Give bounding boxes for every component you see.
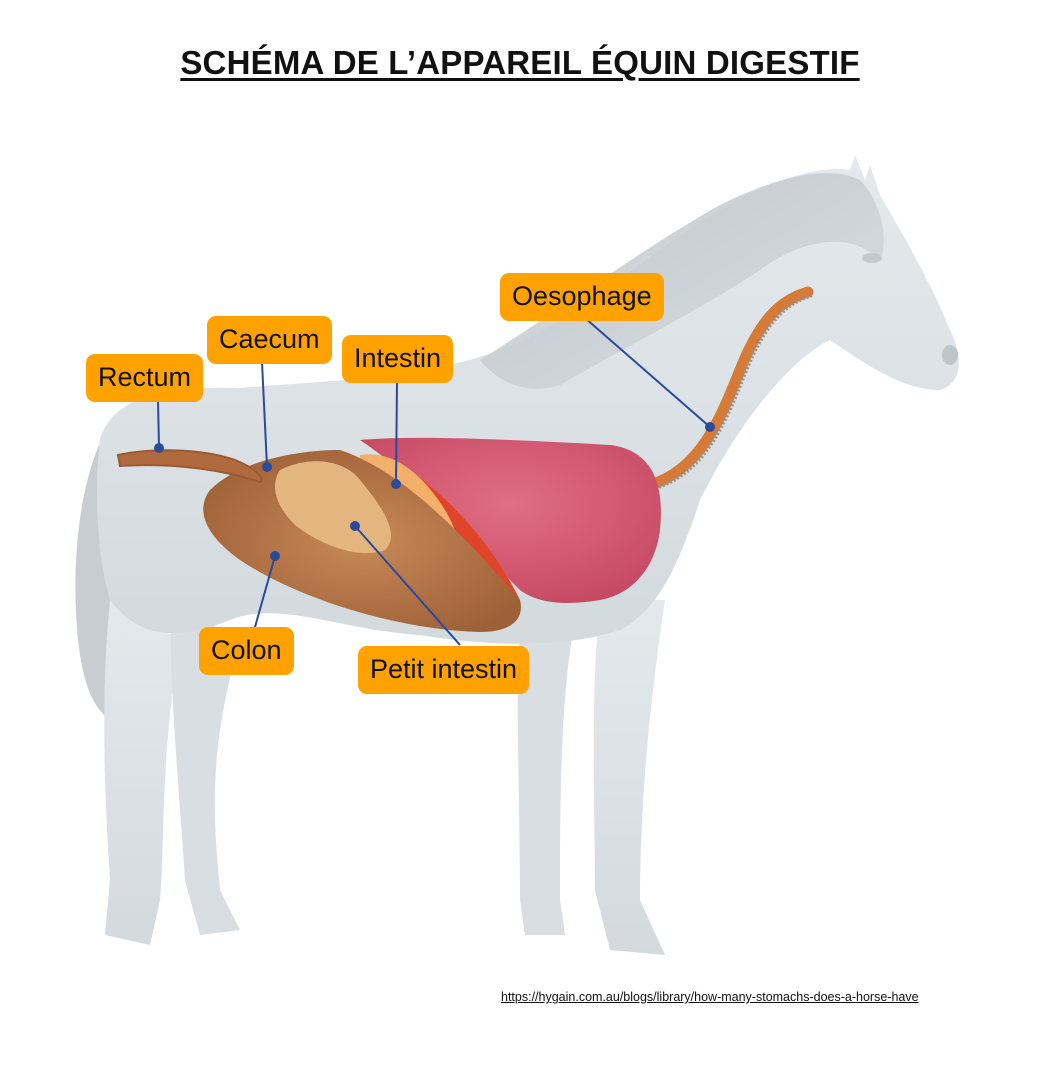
small-intestine-organ <box>275 461 391 554</box>
leader-lines <box>154 317 715 646</box>
label-petit-intestin: Petit intestin <box>358 646 530 694</box>
label-rectum: Rectum <box>86 354 204 402</box>
label-caecum: Caecum <box>207 316 332 364</box>
hind-leg-front <box>170 600 240 935</box>
diagram-title: SCHÉMA DE L’APPAREIL ÉQUIN DIGESTIF <box>180 44 860 81</box>
mane <box>480 173 884 389</box>
source-link[interactable]: https://hygain.com.au/blogs/library/how-… <box>501 990 919 1004</box>
front-leg-front <box>593 600 665 955</box>
label-colon: Colon <box>199 627 294 675</box>
nostril <box>942 345 958 365</box>
hind-leg-back <box>104 600 180 945</box>
rectum-organ <box>116 449 263 484</box>
label-intestin: Intestin <box>342 335 454 383</box>
liver <box>360 437 661 603</box>
oesophagus <box>644 286 814 491</box>
eye <box>862 253 882 263</box>
label-oesophage: Oesophage <box>500 273 664 321</box>
front-leg-back <box>517 610 575 935</box>
